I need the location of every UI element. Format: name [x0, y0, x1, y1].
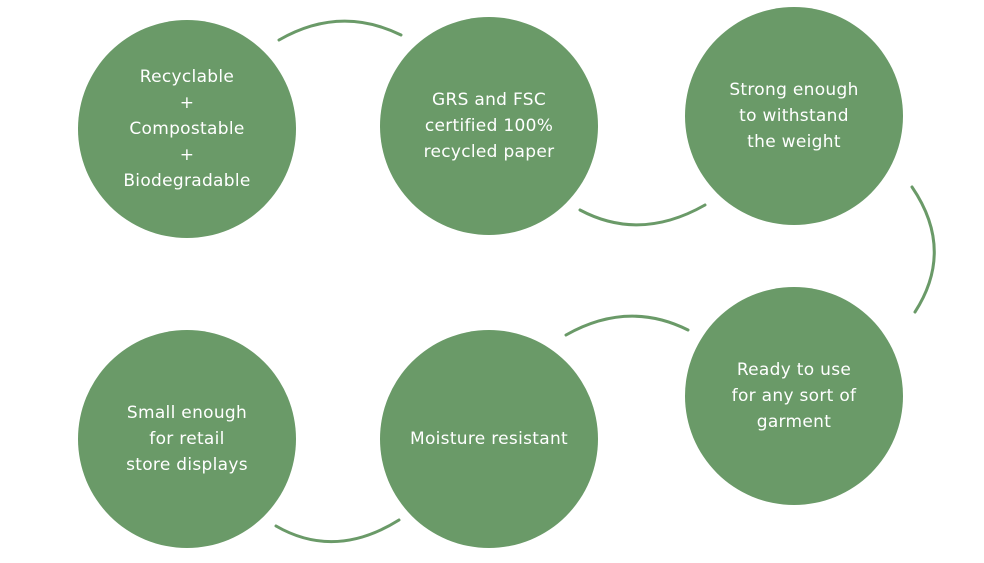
- connector-arc-4-5: [564, 314, 690, 337]
- feature-circle-certified: GRS and FSC certified 100% recycled pape…: [380, 17, 598, 235]
- feature-circle-ready: Ready to use for any sort of garment: [685, 287, 903, 505]
- feature-circle-recyclable: Recyclable + Compostable + Biodegradable: [78, 20, 296, 238]
- connector-arc-3-4: [910, 185, 936, 314]
- feature-circle-small: Small enough for retail store displays: [78, 330, 296, 548]
- feature-text-moisture: Moisture resistant: [409, 429, 568, 449]
- feature-circle-moisture: Moisture resistant: [380, 330, 598, 548]
- feature-text-small: Small enough for retail store displays: [126, 403, 248, 475]
- connector-arc-2-3: [578, 203, 707, 227]
- feature-text-strong: Strong enough to withstand the weight: [729, 80, 859, 152]
- feature-text-recyclable: Recyclable + Compostable + Biodegradable: [123, 67, 251, 191]
- feature-text-ready: Ready to use for any sort of garment: [731, 360, 857, 432]
- feature-text-certified: GRS and FSC certified 100% recycled pape…: [423, 90, 555, 162]
- connector-arc-1-2: [277, 19, 403, 42]
- feature-circle-strong: Strong enough to withstand the weight: [685, 7, 903, 225]
- connector-arc-5-6: [274, 518, 401, 543]
